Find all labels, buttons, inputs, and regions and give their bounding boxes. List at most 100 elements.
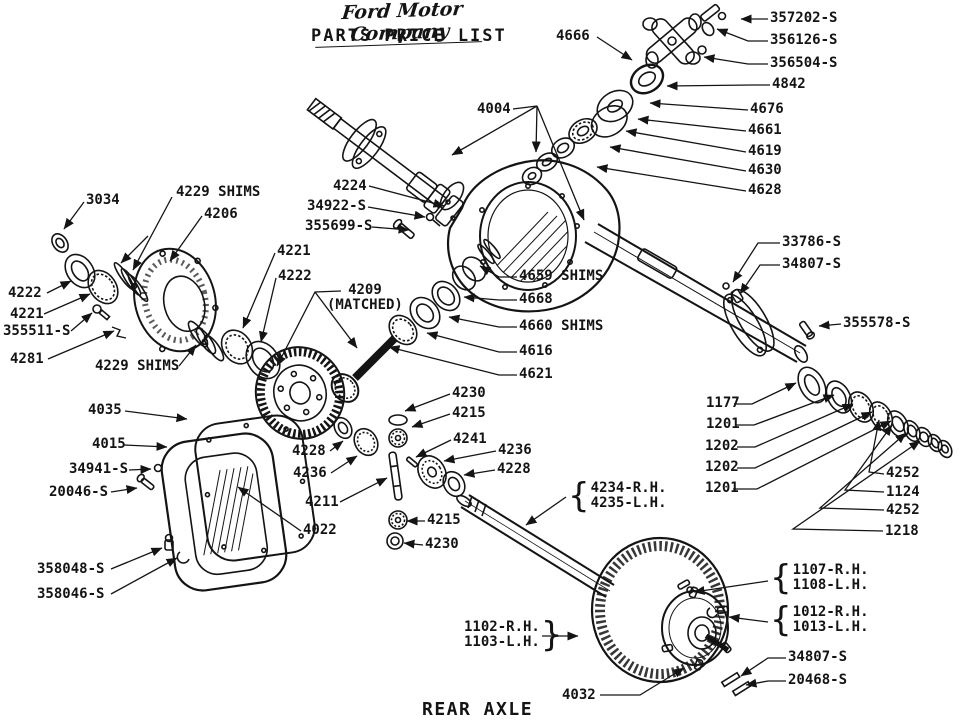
part-number-text: 4206 xyxy=(204,206,238,222)
part-label-4621: 4621 xyxy=(519,367,553,382)
part-number-text: 4228 xyxy=(497,461,531,477)
part-label-1107-1108: {1107-R.H.1108-L.H. xyxy=(770,561,869,595)
leader-line-4668 xyxy=(463,293,517,303)
part-label-4660-shims: 4660 SHIMS xyxy=(519,319,603,334)
leader-line-4630 xyxy=(609,144,747,172)
leader-line-1124 xyxy=(843,424,893,493)
part-number-text: 1103-L.H. xyxy=(464,634,540,650)
leader-line-1012-1013 xyxy=(728,613,769,623)
part-label-4659-shims: 4659 SHIMS xyxy=(519,269,603,284)
part-number-text: 4676 xyxy=(750,101,784,117)
leader-line-1202-a xyxy=(737,403,854,448)
leader-line-4035 xyxy=(124,410,188,423)
part-label-355578-s: 355578-S xyxy=(843,316,910,331)
leader-line-4234-4235 xyxy=(525,496,567,526)
part-number-text: 1177 xyxy=(706,395,740,411)
part-number-text: 4228 xyxy=(292,443,326,459)
leader-line-4222-b xyxy=(46,280,72,294)
part-number-text: 4015 xyxy=(92,436,126,452)
leader-line-1177 xyxy=(734,382,797,405)
axle-shaft xyxy=(456,494,615,598)
leader-line-1201-b xyxy=(733,420,892,490)
part-label-4230-b: 4230 xyxy=(425,537,459,552)
leader-line-4228-b xyxy=(463,468,496,478)
part-label-4281: 4281 xyxy=(10,352,44,367)
part-number-text: 34807-S xyxy=(782,256,842,272)
part-label-4229-shims-b: 4229 SHIMS xyxy=(95,359,179,374)
part-number-text: 4209 xyxy=(348,282,382,298)
leader-line-4666 xyxy=(596,36,633,61)
part-label-4229-shims-a: 4229 SHIMS xyxy=(176,185,260,200)
part-number-text: 1108-L.H. xyxy=(792,577,869,593)
brace-glyph: } xyxy=(540,615,563,655)
part-label-1202-a: 1202 xyxy=(705,439,739,454)
page-title: PARTS PRICE LIST xyxy=(311,26,507,46)
part-number-text: 355511-S xyxy=(3,323,71,339)
leader-line-355699-s xyxy=(371,224,410,234)
leader-line-4241 xyxy=(415,439,452,458)
carrier-train xyxy=(51,233,281,380)
part-number-text: 4666 xyxy=(556,28,590,44)
part-number-text: 4215 xyxy=(452,405,486,421)
leader-line-4215-a xyxy=(411,413,451,428)
leader-line-4230-b xyxy=(403,539,424,549)
part-number-text: 4621 xyxy=(519,366,553,382)
part-label-357202-s: 357202-S xyxy=(770,11,837,26)
drawing-layer xyxy=(51,3,953,697)
part-number-text: 1201 xyxy=(706,416,740,432)
part-label-20046-s: 20046-S xyxy=(49,485,108,500)
leader-line-1202-b xyxy=(737,411,873,469)
part-label-34922-s: 34922-S xyxy=(307,199,366,214)
part-label-34807-s-b: 34807-S xyxy=(788,650,847,665)
part-label-1218: 1218 xyxy=(885,524,919,539)
part-number-text: 1202 xyxy=(705,438,739,454)
leader-line-355578-s xyxy=(818,320,842,330)
part-label-358048-s: 358048-S xyxy=(37,562,104,577)
leader-line-4616 xyxy=(426,331,517,353)
part-label-4228-a: 4228 xyxy=(292,444,326,459)
part-label-34807-s-a: 34807-S xyxy=(782,257,841,272)
leader-line-4221-b xyxy=(43,293,91,315)
part-number-text: 34941-S xyxy=(69,461,129,477)
part-label-4222-a: 4222 xyxy=(278,269,312,284)
leader-line-4676 xyxy=(649,99,749,111)
part-label-4666: 4666 xyxy=(556,29,590,44)
part-number-text: 4211 xyxy=(305,494,339,510)
part-number-text: 4222 xyxy=(8,285,42,301)
part-number-text: 1218 xyxy=(885,523,919,539)
part-label-4234-4235: {4234-R.H.4235-L.H. xyxy=(568,476,667,516)
part-number-text: 356126-S xyxy=(770,32,838,48)
part-label-4252-b: 4252 xyxy=(886,503,920,518)
brace-glyph: { xyxy=(568,476,590,516)
part-number-text: 4235-L.H. xyxy=(590,495,667,511)
part-label-4032: 4032 xyxy=(562,688,596,703)
part-number-text: 1124 xyxy=(886,484,920,500)
leader-line-3034 xyxy=(63,201,85,230)
part-number-text: 4659 SHIMS xyxy=(519,268,604,284)
leader-line-4230-a xyxy=(404,393,451,412)
part-number-text: 4252 xyxy=(886,465,920,481)
part-number-text: 4221 xyxy=(10,306,44,322)
leader-line-4252-b xyxy=(818,432,907,511)
leader-line-4221-a xyxy=(242,252,276,329)
part-label-4842: 4842 xyxy=(772,77,806,92)
part-number-text: 4215 xyxy=(427,512,461,528)
leader-line-4004 xyxy=(531,105,541,153)
part-number-text: 20468-S xyxy=(788,672,848,688)
part-number-text: 4660 SHIMS xyxy=(519,318,604,334)
leader-line-355511-s xyxy=(70,312,93,332)
leader-line-33786-s xyxy=(732,242,780,283)
part-label-33786-s: 33786-S xyxy=(782,235,841,250)
leader-line-4222-a xyxy=(259,277,277,343)
part-number-text: 356504-S xyxy=(770,55,838,71)
leader-line-34807-s-b xyxy=(740,657,786,677)
part-label-4221-a: 4221 xyxy=(277,244,311,259)
part-number-text: 4229 SHIMS xyxy=(95,358,180,374)
part-number-text: 20046-S xyxy=(49,484,109,500)
part-number-text: 4004 xyxy=(477,101,511,117)
leader-line-4229-shims-a xyxy=(132,196,173,271)
pinion-sleeve xyxy=(451,256,487,291)
part-label-4619: 4619 xyxy=(748,144,782,159)
